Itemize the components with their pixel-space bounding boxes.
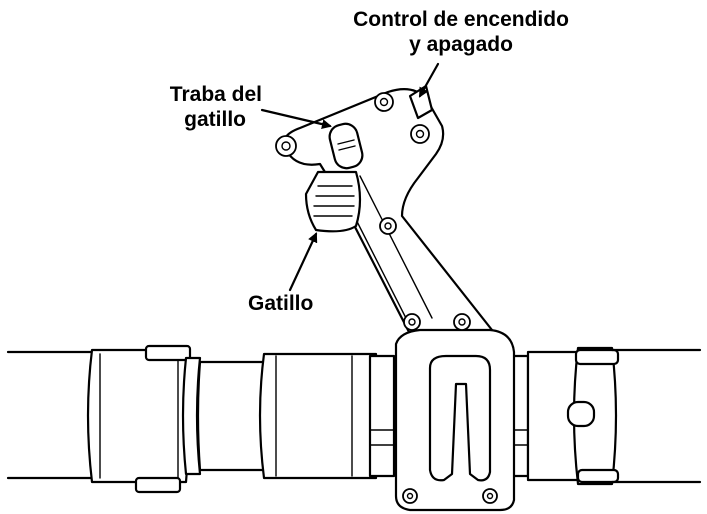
screw-icon bbox=[374, 92, 394, 112]
right-latch bbox=[566, 400, 596, 428]
screw-icon bbox=[379, 217, 397, 235]
left-clip-bottom bbox=[134, 476, 182, 494]
screws bbox=[275, 92, 498, 504]
right-clip-top bbox=[574, 348, 620, 366]
screw-icon bbox=[453, 313, 471, 331]
blower-tube bbox=[6, 344, 702, 494]
screw-icon bbox=[482, 488, 498, 504]
leader-arrow-icon bbox=[288, 232, 318, 292]
screw-icon bbox=[275, 135, 297, 157]
trigger bbox=[304, 170, 362, 233]
leader-arrow-icon bbox=[418, 62, 440, 98]
power-control-label-line1: Control de encendido bbox=[353, 8, 569, 31]
leader-arrow-icon bbox=[260, 108, 332, 130]
trigger-label: Gatillo bbox=[248, 292, 314, 315]
handle-clamp bbox=[394, 328, 516, 512]
trigger-lock-label-line2: gatillo bbox=[184, 108, 246, 131]
power-control-label-line2: y apagado bbox=[409, 33, 513, 56]
screw-icon bbox=[402, 488, 418, 504]
leader-arrows bbox=[260, 62, 440, 292]
left-clip-top bbox=[144, 344, 192, 362]
screw-icon bbox=[403, 313, 421, 331]
screw-icon bbox=[410, 124, 430, 144]
trigger-lock bbox=[328, 122, 364, 170]
right-clip-bottom bbox=[576, 468, 620, 484]
trigger-lock-label-line1: Traba del bbox=[169, 83, 262, 106]
